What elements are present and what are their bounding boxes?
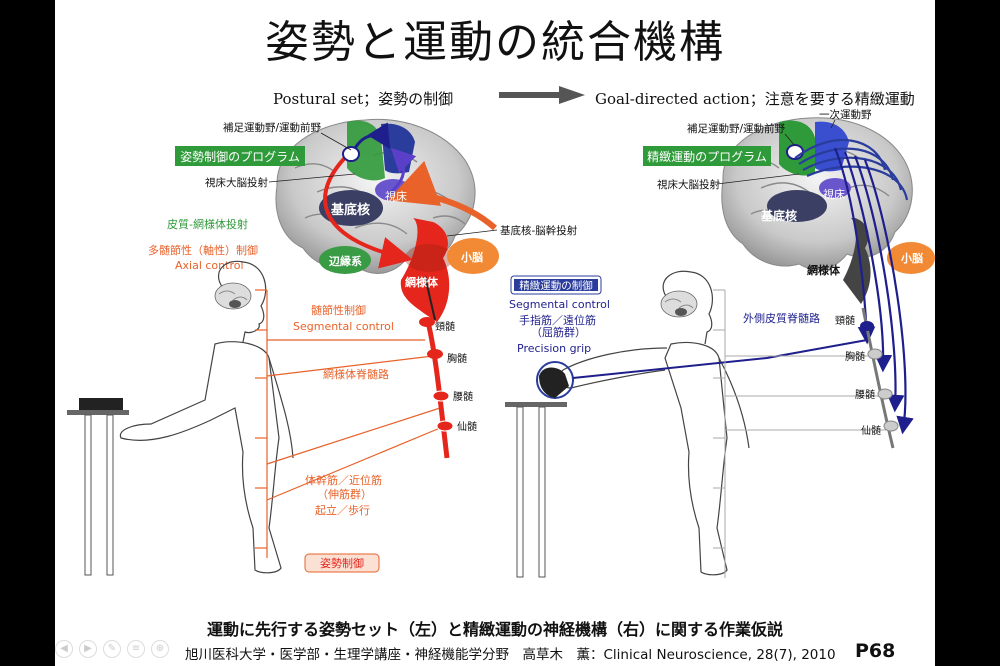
next-icon[interactable]: ▶	[79, 640, 97, 658]
left-premotor-label: 補足運動野/運動前野	[223, 121, 322, 134]
left-mini-brain-icon	[214, 282, 252, 310]
pen-icon[interactable]: ✎	[103, 640, 121, 658]
right-basal-ganglia-label: 基底核	[760, 208, 797, 223]
left-segmental-jp-label: 髄節性制御	[311, 303, 366, 317]
left-thalamus-label: 視床	[385, 189, 407, 203]
menu-icon[interactable]: ≡	[127, 640, 145, 658]
left-axial-en-label: Axial control	[175, 259, 244, 272]
left-thalamocortical-label: 視床大脳投射	[205, 176, 268, 189]
left-cerebellum-label: 小脳	[460, 250, 483, 264]
left-reticulospinal-label: 網様体脊髄路	[323, 367, 389, 381]
right-reticular-label: 網様体	[807, 263, 841, 277]
left-lumbar-label: 腰髄	[453, 390, 473, 403]
left-thoracic-label: 胸髄	[447, 352, 467, 365]
right-hand-grip-icon	[536, 361, 574, 399]
left-panel: 補足運動野/運動前野 姿勢制御のプログラム 視床大脳投射 視床 基底核 皮質-網…	[67, 118, 578, 576]
page-number: P68	[855, 640, 896, 662]
right-lateral-cst-label: 外側皮質脊髄路	[743, 311, 820, 325]
right-program-label: 精緻運動のプログラム	[647, 150, 767, 164]
right-table	[505, 402, 567, 578]
right-header: Goal-directed action；注意を要する精緻運動	[595, 90, 915, 108]
left-trunk-muscles-label: 体幹筋／近位筋	[305, 473, 382, 487]
left-sacral-label: 仙髄	[457, 420, 477, 433]
left-segmental-en-label: Segmental control	[293, 320, 394, 333]
left-program-box	[175, 146, 305, 166]
right-program-box	[643, 146, 771, 166]
left-posture-box-label: 姿勢制御	[320, 556, 364, 570]
right-fine-control-label: 精緻運動の制御	[519, 279, 593, 292]
right-finger-muscles-label: 手指筋／遠位筋	[519, 313, 596, 327]
right-cervical-label: 頸髄	[835, 314, 855, 327]
left-corticoreticular-label: 皮質-網様体投射	[167, 217, 248, 231]
zoom-icon[interactable]: ⊕	[151, 640, 169, 658]
left-axial-jp-label: 多髄節性（軸性）制御	[148, 243, 258, 257]
right-precision-en-label: Precision grip	[517, 342, 591, 355]
slide-title: 姿勢と運動の統合機構	[265, 17, 725, 68]
right-mini-brain-icon	[660, 290, 698, 318]
left-cervical-label: 頸髄	[435, 320, 455, 333]
left-limbic-label: 辺縁系	[329, 254, 362, 268]
left-spinal-cord	[419, 317, 454, 459]
right-flexors-label: （屈筋群）	[531, 325, 586, 339]
right-segmental-en-label: Segmental control	[509, 298, 610, 311]
right-thalamocortical-label: 視床大脳投射	[657, 178, 720, 191]
right-primary-motor-label: 一次運動野	[819, 108, 872, 121]
right-sacral-label: 仙髄	[861, 424, 881, 437]
right-premotor-label: 補足運動野/運動前野	[687, 122, 786, 135]
right-lumbar-label: 腰髄	[855, 388, 875, 401]
previous-icon[interactable]: ◀	[55, 640, 73, 658]
right-spinal-cord	[860, 307, 899, 449]
slide: 姿勢と運動の統合機構 Postural set；姿勢の制御 Goal-direc…	[55, 0, 935, 666]
left-table	[67, 398, 129, 576]
right-thoracic-label: 胸髄	[845, 350, 865, 363]
left-standing-label: 起立／歩行	[315, 503, 370, 517]
left-extensors-label: （伸筋群）	[317, 487, 372, 501]
left-header: Postural set；姿勢の制御	[273, 90, 454, 108]
left-brain	[275, 118, 499, 322]
right-brain	[721, 117, 935, 435]
left-bracket-lines	[255, 289, 441, 558]
diagram-panel: 補足運動野/運動前野 姿勢制御のプログラム 視床大脳投射 視床 基底核 皮質-網…	[67, 108, 935, 578]
source-credit: 旭川医科大学・医学部・生理学講座・神経機能学分野 高草木 薫：Clinical …	[185, 647, 836, 663]
diagram-caption: 運動に先行する姿勢セット（左）と精緻運動の神経機構（右）に関する作業仮説	[206, 620, 783, 639]
left-posture-box	[304, 553, 380, 573]
left-reticular-label: 網様体	[405, 275, 439, 289]
left-basal-ganglia-label: 基底核	[330, 202, 370, 218]
transition-arrow-icon	[499, 86, 585, 104]
left-bg-brainstem-label: 基底核-脳幹投射	[500, 224, 578, 237]
right-cerebellum-label: 小脳	[900, 251, 923, 265]
right-thalamus-label: 視床	[823, 187, 845, 201]
left-program-label: 姿勢制御のプログラム	[180, 149, 300, 164]
right-panel: 補足運動野/運動前野 一次運動野 精緻運動のプログラム 視床大脳投射 視床 基底…	[505, 108, 935, 578]
slide-nav-bar: ◀ ▶ ✎ ≡ ⊕	[55, 640, 169, 660]
right-bracket-lines	[713, 289, 891, 578]
